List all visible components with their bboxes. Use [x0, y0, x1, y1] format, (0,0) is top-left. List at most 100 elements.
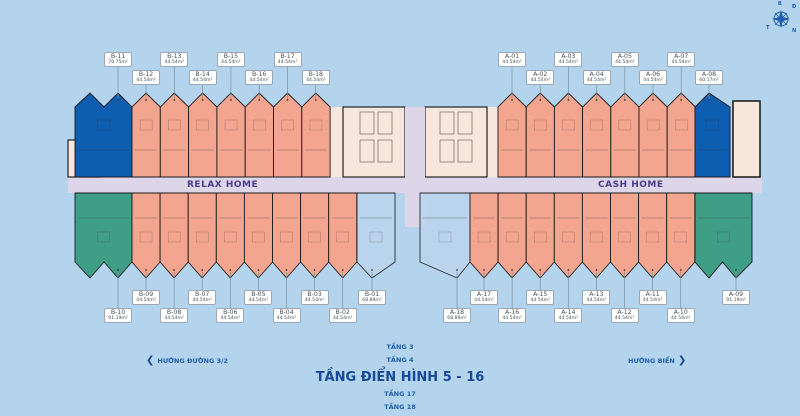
unit-b-02	[328, 192, 358, 279]
unit-a-18	[419, 192, 471, 279]
unit-b-17	[273, 92, 303, 178]
bed-icon	[253, 119, 266, 131]
bed-icon	[477, 231, 491, 243]
unit-code: A-10	[673, 309, 688, 316]
unit-b-12	[131, 92, 161, 178]
unit-area: 44.54m²	[530, 78, 550, 84]
unit-area: 44.54m²	[248, 298, 269, 304]
unit-marker	[145, 99, 147, 101]
bed-icon	[590, 231, 603, 243]
unit-area: 68.89m²	[362, 298, 382, 304]
bed-icon	[336, 231, 349, 243]
unit-marker	[117, 269, 119, 271]
unit-a-05	[610, 92, 640, 178]
floor-link-17[interactable]: TẦNG 17	[384, 390, 416, 398]
elevator-shaft	[457, 139, 473, 163]
unit-marker	[595, 99, 598, 101]
unit-marker	[286, 99, 289, 101]
bed-icon	[562, 231, 575, 243]
unit-area: 44.54m²	[670, 316, 691, 322]
unit-code: A-01	[504, 53, 520, 60]
unit-a-03	[553, 92, 584, 178]
unit-code: A-15	[533, 291, 548, 298]
unit-marker	[511, 269, 513, 271]
nav-road-direction[interactable]: ❮ HƯỚNG ĐƯỜNG 3/2	[146, 355, 228, 366]
unit-code: A-11	[645, 291, 660, 298]
unit-area: 44.54m²	[671, 60, 691, 66]
unit-a-01	[497, 92, 527, 178]
unit-code: B-10	[110, 309, 126, 316]
unit-area: 44.54m²	[614, 316, 635, 322]
nav-sea-label: HƯỚNG BIỂN	[628, 356, 675, 365]
floor-title-typical[interactable]: TẦNG ĐIỂN HÌNH 5 - 16	[315, 370, 485, 385]
unit-area: 44.54m²	[474, 298, 494, 304]
unit-code: A-04	[589, 71, 604, 78]
floor-link-3[interactable]: TẦNG 3	[386, 343, 414, 351]
unit-marker	[679, 269, 682, 271]
unit-marker	[201, 99, 204, 101]
bed-icon	[675, 119, 688, 131]
nav-sea-direction[interactable]: HƯỚNG BIỂN ❯	[628, 355, 686, 366]
floor-link-18[interactable]: TẦNG 18	[384, 403, 416, 411]
unit-b-01	[356, 192, 396, 279]
unit-b-11	[74, 92, 133, 178]
bed-icon	[505, 231, 519, 243]
unit-area: 60.17m²	[699, 78, 719, 84]
floor-link-4[interactable]: TẦNG 4	[386, 356, 414, 364]
unit-b-15	[216, 92, 246, 178]
unit-area: 44.54m²	[192, 78, 213, 84]
unit-code: B-17	[280, 53, 295, 60]
unit-a-14	[553, 192, 583, 279]
unit-area: 44.54m²	[136, 298, 156, 304]
unit-code: A-08	[701, 71, 717, 78]
bed-icon	[280, 231, 293, 243]
unit-a-17	[469, 192, 499, 279]
bed-icon	[646, 119, 660, 131]
unit-code: B-07	[195, 291, 210, 298]
unit-area: 44.54m²	[220, 316, 241, 322]
unit-b-07	[187, 192, 217, 279]
bed-icon	[309, 119, 323, 131]
unit-area: 70.75m²	[108, 60, 128, 66]
unit-area: 44.54m²	[558, 60, 579, 66]
chevron-right-icon: ❯	[677, 355, 687, 366]
unit-marker	[567, 269, 570, 271]
unit-b-08	[159, 192, 189, 279]
